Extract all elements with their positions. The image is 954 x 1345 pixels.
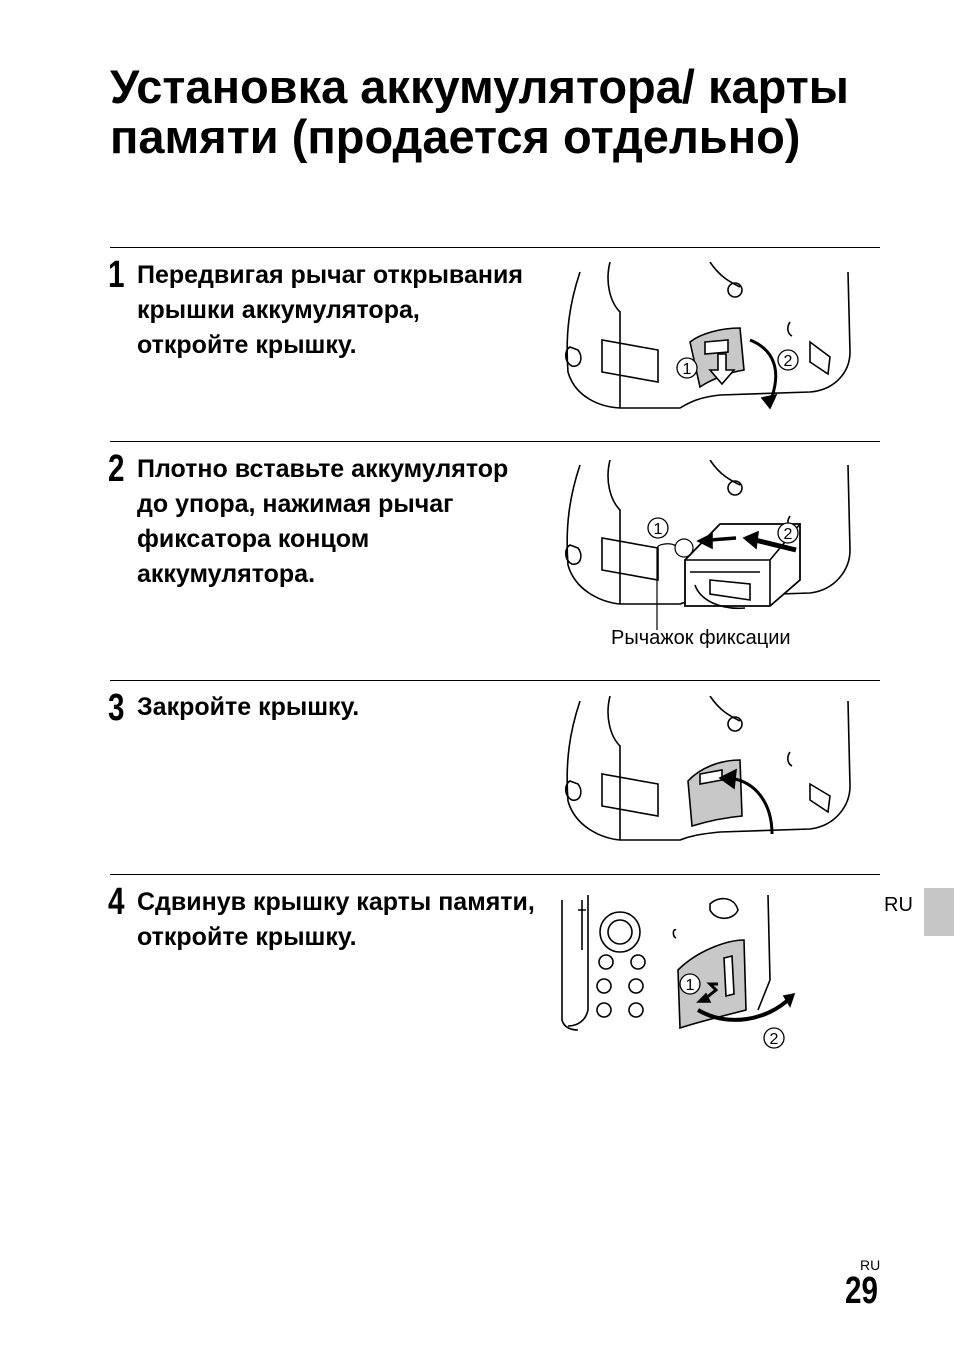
page-language: RU <box>860 1257 881 1273</box>
step-number: 3 <box>108 687 125 729</box>
step-text: Сдвинув крышку карты памяти, откройте кр… <box>137 888 535 951</box>
svg-text:2: 2 <box>770 1031 779 1048</box>
language-tab <box>924 888 954 936</box>
divider <box>110 247 880 248</box>
step-number: 1 <box>108 254 125 296</box>
svg-text:1: 1 <box>686 977 695 994</box>
step-text: Плотно вставьте аккумулятор до упора, на… <box>137 455 509 588</box>
illustration-open-card-cover: 1 2 <box>558 890 808 1060</box>
step-text: Закройте крышку. <box>137 693 360 721</box>
step-number: 4 <box>108 881 125 923</box>
svg-text:1: 1 <box>654 521 663 538</box>
battery-cover <box>687 759 743 828</box>
divider <box>110 441 880 442</box>
illustration-open-battery-cover: 1 2 <box>560 262 860 412</box>
svg-text:2: 2 <box>784 526 793 543</box>
step-number: 2 <box>108 448 125 490</box>
svg-text:1: 1 <box>683 361 692 378</box>
divider <box>110 874 880 875</box>
step-text: Передвигая рычаг открывания крышки аккум… <box>137 261 523 359</box>
divider <box>110 680 880 681</box>
svg-text:2: 2 <box>784 353 793 370</box>
illustration-insert-battery: 1 2 <box>560 460 860 630</box>
language-marker: RU <box>884 894 913 916</box>
illustration-close-cover <box>560 696 860 846</box>
page-title: Установка аккумулятора/ карты памяти (пр… <box>110 60 849 163</box>
lock-lever-caption: Рычажок фиксации <box>611 627 791 649</box>
page-number: 29 <box>845 1270 878 1312</box>
